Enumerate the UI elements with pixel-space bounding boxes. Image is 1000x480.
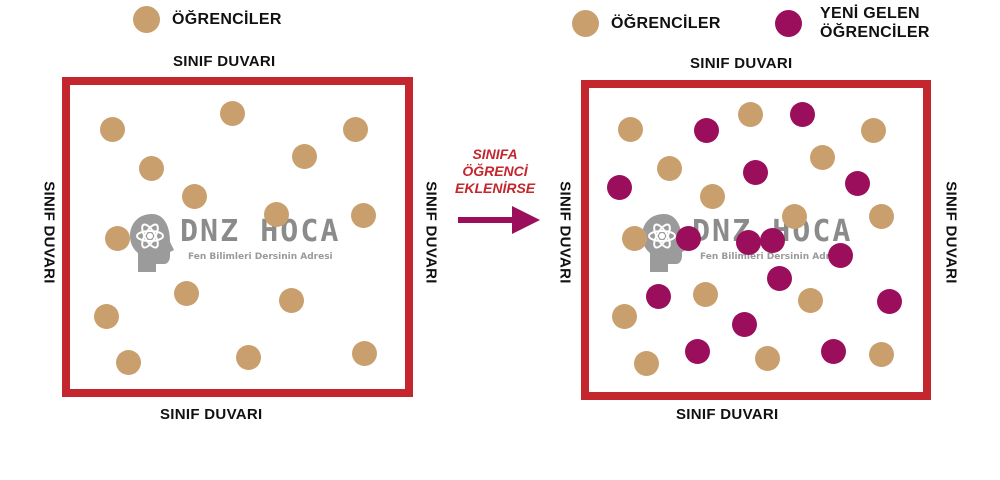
student-particle <box>174 281 199 306</box>
new-student-dot-icon <box>775 9 802 37</box>
watermark-title: DNZ HOCA <box>180 214 341 249</box>
wall-top-label: SINIF DUVARI <box>690 55 793 72</box>
new-student-particle <box>767 266 792 291</box>
student-particle <box>105 226 130 251</box>
legend-label-new: YENİ GELEN ÖĞRENCİLER <box>820 4 930 42</box>
watermark-subtitle: Fen Bilimleri Dersinin Adresi <box>700 252 845 262</box>
student-particle <box>236 345 261 370</box>
student-dot-icon <box>572 10 599 37</box>
student-particle <box>693 282 718 307</box>
legend-new-line1: YENİ GELEN <box>820 5 920 22</box>
arrow-line1: SINIFA <box>472 146 518 162</box>
student-particle <box>94 304 119 329</box>
student-particle <box>869 204 894 229</box>
student-particle <box>292 144 317 169</box>
new-student-particle <box>821 339 846 364</box>
student-particle <box>755 346 780 371</box>
new-student-particle <box>877 289 902 314</box>
student-particle <box>634 351 659 376</box>
student-particle <box>861 118 886 143</box>
legend-new-students: YENİ GELEN ÖĞRENCİLER <box>775 4 930 42</box>
legend-new-line2: ÖĞRENCİLER <box>820 24 930 41</box>
student-particle <box>782 204 807 229</box>
new-student-particle <box>685 339 710 364</box>
right-arrow-icon <box>458 206 540 234</box>
legend-label: ÖĞRENCİLER <box>172 10 282 28</box>
student-dot-icon <box>133 6 160 33</box>
student-particle <box>810 145 835 170</box>
new-student-particle <box>790 102 815 127</box>
student-particle <box>220 101 245 126</box>
arrow-caption: SINIFA ÖĞRENCİ EKLENİRSE <box>455 146 535 197</box>
new-student-particle <box>607 175 632 200</box>
wall-bottom-label: SINIF DUVARI <box>160 406 263 423</box>
student-particle <box>279 288 304 313</box>
student-particle <box>738 102 763 127</box>
new-student-particle <box>760 228 785 253</box>
student-particle <box>100 117 125 142</box>
student-particle <box>612 304 637 329</box>
brain-atom-icon <box>642 214 686 272</box>
watermark-subtitle: Fen Bilimleri Dersinin Adresi <box>188 252 333 262</box>
student-particle <box>139 156 164 181</box>
wall-left-label: SINIF DUVARI <box>40 181 58 284</box>
new-student-particle <box>743 160 768 185</box>
legend-students-left: ÖĞRENCİLER <box>133 6 282 33</box>
student-particle <box>182 184 207 209</box>
new-student-particle <box>845 171 870 196</box>
student-particle <box>343 117 368 142</box>
arrow-line2: ÖĞRENCİ <box>462 163 528 179</box>
wall-right-label: SINIF DUVARI <box>422 181 440 284</box>
new-student-particle <box>732 312 757 337</box>
brain-atom-icon <box>130 214 174 272</box>
new-student-particle <box>646 284 671 309</box>
new-student-particle <box>828 243 853 268</box>
student-particle <box>351 203 376 228</box>
student-particle <box>264 202 289 227</box>
student-particle <box>700 184 725 209</box>
student-particle <box>622 226 647 251</box>
legend-label: ÖĞRENCİLER <box>611 14 721 32</box>
student-particle <box>869 342 894 367</box>
student-particle <box>618 117 643 142</box>
wall-top-label: SINIF DUVARI <box>173 53 276 70</box>
wall-left-label: SINIF DUVARI <box>556 181 574 284</box>
arrow-line3: EKLENİRSE <box>455 180 536 196</box>
student-particle <box>657 156 682 181</box>
legend-students-right: ÖĞRENCİLER <box>572 10 721 37</box>
new-student-particle <box>694 118 719 143</box>
student-particle <box>798 288 823 313</box>
new-student-particle <box>676 226 701 251</box>
student-particle <box>352 341 377 366</box>
wall-bottom-label: SINIF DUVARI <box>676 406 779 423</box>
wall-right-label: SINIF DUVARI <box>942 181 960 284</box>
student-particle <box>116 350 141 375</box>
new-student-particle <box>736 230 761 255</box>
